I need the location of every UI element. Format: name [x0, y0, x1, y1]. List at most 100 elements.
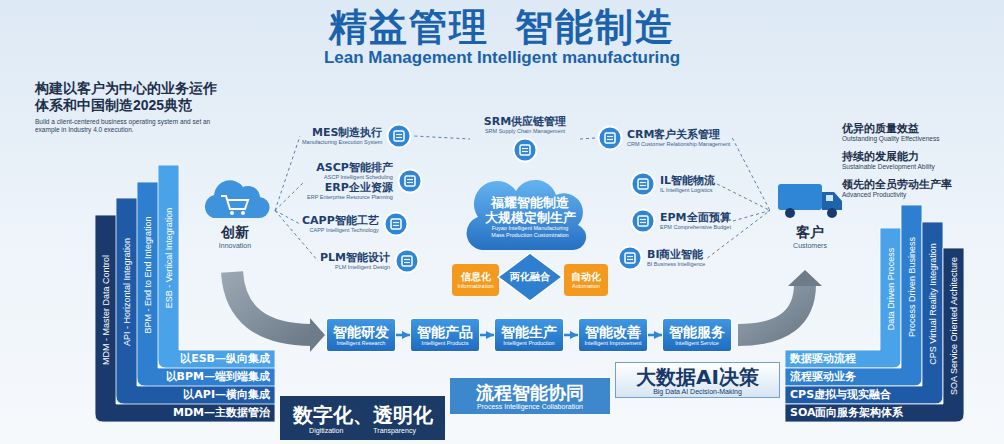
dashed-connector — [733, 211, 770, 222]
module-subtitle: EPM Comprehensive Budget — [660, 224, 731, 231]
dashed-connector — [275, 181, 305, 211]
text-column: PLM智能设计PLM Intelligent Design — [320, 251, 390, 271]
node-box: 福耀智能制造大规模定制生产Fuyao Intelligent Manufactu… — [460, 174, 600, 254]
svg-svg — [397, 168, 423, 194]
node-text: Customers — [793, 242, 827, 249]
module-name: BI商业智能 — [647, 248, 703, 261]
svg-rect — [826, 195, 833, 201]
svg-rect — [778, 184, 822, 210]
svg-svg — [785, 222, 943, 404]
flow-arrow — [396, 334, 410, 337]
module-subtitle: Manufacturing Execution System — [302, 139, 382, 146]
svg-svg — [785, 205, 922, 386]
node-box: ASCP智能排产ASCP Intelligent SchedulingERP企业… — [305, 160, 425, 202]
node-text: 福耀智能制造 — [491, 195, 569, 210]
node-box: 大数据AI决策Big Data AI Decision-Making — [615, 362, 780, 398]
node-box: 两化融合 — [497, 252, 563, 302]
svg-path — [221, 196, 248, 209]
node-text: 智能研发 — [333, 324, 389, 340]
text-column: ASCP智能排产ASCP Intelligent SchedulingERP企业… — [307, 161, 393, 201]
svg-svg — [597, 125, 623, 151]
svg-circle — [632, 173, 655, 196]
text-column: CRM客户关系管理CRM Customer Relationship Manag… — [627, 128, 730, 148]
node-text: 创新 — [221, 224, 249, 242]
module-name: IL智能物流 — [660, 174, 715, 187]
node-text: Big Data AI Decision-Making — [653, 388, 742, 395]
node-text: 自动化 — [571, 271, 601, 283]
module-subtitle: ASCP Intelligent Scheduling — [324, 174, 393, 181]
svg-path — [822, 192, 842, 210]
svg-line — [404, 259, 410, 260]
svg-rect — [394, 131, 404, 141]
node-box: IL智能物流IL Intelligent Logistics — [628, 170, 717, 198]
label: Lean Management Intelligent manufacturin… — [0, 48, 1004, 68]
dashed-connector — [414, 136, 470, 139]
node-text: 智能生产 — [501, 324, 557, 340]
text-column: SRM供应链管理SRM Supply Chain Management — [484, 115, 566, 135]
dashed-connector — [580, 138, 595, 139]
module-subtitle: BI Business Intelligence — [647, 261, 705, 268]
node-box: EPM全面预算EPM Comprehensive Budget — [628, 207, 733, 235]
svg-rect — [605, 133, 615, 143]
node-box: BI商业智能BI Business Intelligence — [615, 244, 707, 272]
svg-circle — [632, 210, 655, 233]
curved-arrow — [232, 272, 312, 335]
node-text: 数字化、透明化 — [293, 403, 433, 427]
node-box: MES制造执行Manufacturing Execution System — [300, 122, 414, 150]
label: 持续的发展能力 — [842, 149, 919, 164]
label: 优异的质量效益 — [842, 121, 919, 136]
node-text: 智能产品 — [417, 324, 473, 340]
svg-rect — [520, 145, 530, 155]
svg-svg — [158, 165, 275, 368]
dashed-connector — [275, 136, 300, 211]
node-box: 信息化Informatization — [452, 264, 499, 296]
module-name: ASCP智能排产 — [316, 161, 393, 174]
node-box: CRM客户关系管理CRM Customer Relationship Manag… — [595, 124, 732, 152]
node-box: CPS Virtual Reality IntegrationCPS虚拟与现实融… — [785, 222, 943, 404]
svg-svg — [785, 228, 901, 368]
svg-path — [785, 228, 901, 368]
svg-line — [627, 256, 633, 257]
svg-circle — [619, 247, 642, 270]
svg-line — [607, 139, 613, 140]
node-text: Innovation — [219, 242, 251, 249]
svg-path — [785, 222, 943, 404]
node-text: 客户 — [796, 224, 824, 242]
svg-path — [785, 205, 922, 386]
module-name: MES制造执行 — [312, 126, 382, 139]
svg-line — [607, 136, 613, 137]
module-name: SRM供应链管理 — [484, 115, 566, 128]
node-text: Informatization — [457, 283, 493, 290]
module-subtitle: CRM Customer Relationship Management — [627, 141, 730, 148]
band-label: SOA面向服务架构体系 — [790, 404, 904, 422]
module-subtitle: ERP Enterprise Resource Planning — [307, 194, 393, 201]
node-box: 流程智能协同Process Intelligence Collaboration — [450, 378, 610, 414]
node-box: 智能研发Intelligent Research — [326, 318, 396, 352]
svg-line — [627, 259, 633, 260]
svg-line — [407, 182, 413, 183]
svg-line — [393, 225, 399, 226]
svg-circle — [388, 125, 411, 148]
node-text: 智能服务 — [669, 324, 725, 340]
node-box: 自动化Automation — [564, 264, 608, 296]
node-text: 流程智能协同 — [476, 382, 584, 403]
svg-path — [498, 253, 562, 301]
node-text: Intelligent Production — [503, 340, 554, 347]
svg-circle — [599, 127, 622, 150]
flow-arrow — [480, 334, 494, 337]
svg-svg — [383, 211, 409, 237]
svg-line — [396, 134, 402, 135]
node-box: Data Driven Process数据驱动流程 — [785, 228, 901, 368]
node-text: 信息化 — [461, 271, 491, 283]
vertical-band-text: Data Driven Process — [885, 248, 896, 331]
node-box: Process Driven Business流程驱动业务 — [785, 205, 922, 386]
title: 精益管理 智能制造 — [0, 2, 1004, 53]
svg-rect — [638, 216, 648, 226]
svg-svg — [199, 172, 271, 224]
text-column: CAPP智能工艺CAPP Intelligent Technology — [302, 214, 379, 234]
text-column: MES制造执行Manufacturing Execution System — [302, 126, 382, 146]
svg-line — [522, 151, 528, 152]
svg-circle — [827, 208, 837, 218]
node-text: Process Intelligence Collaboration — [477, 403, 583, 410]
